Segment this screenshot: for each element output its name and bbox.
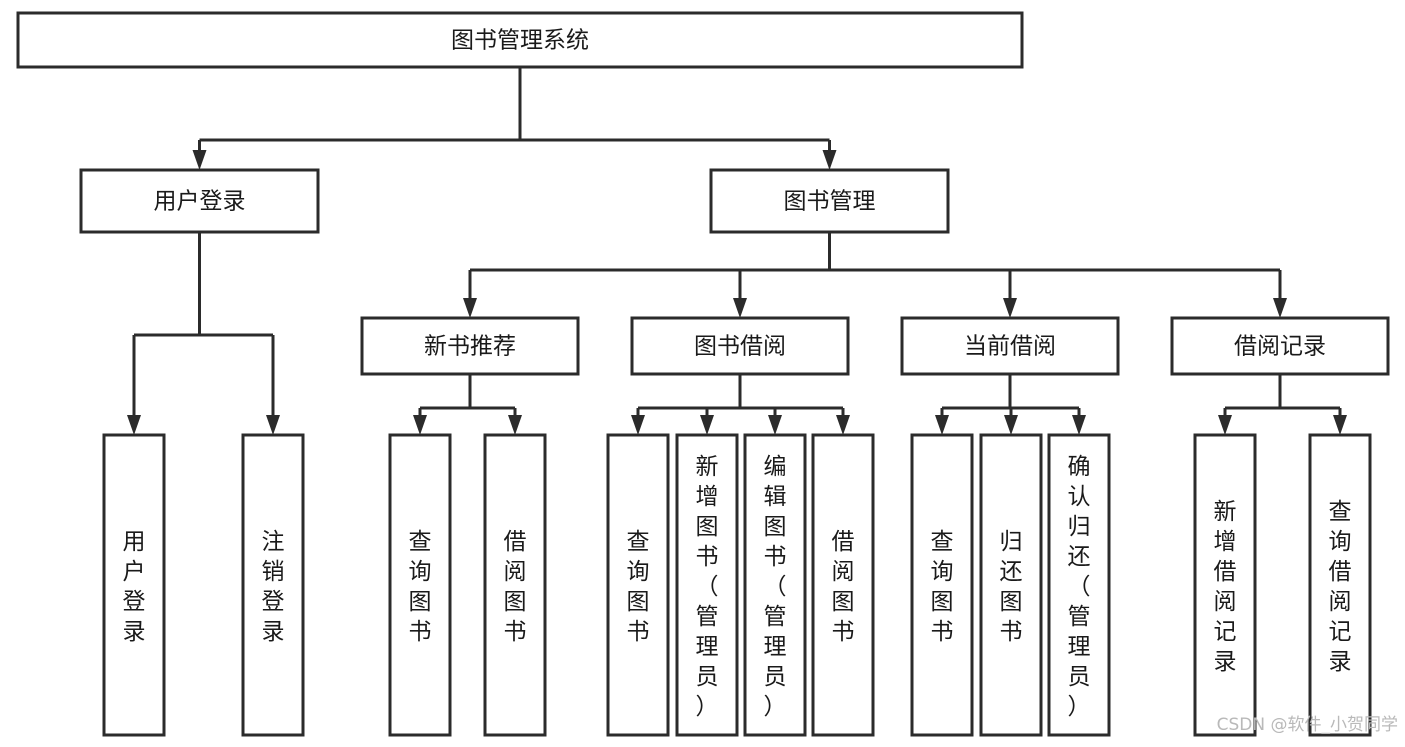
node-leaf-2-查询图书-label: 查询图书 (409, 529, 432, 645)
arrow-head-icon (822, 150, 837, 170)
node-l3-图书借阅[interactable]: 图书借阅 (630, 316, 850, 376)
node-l3-图书借阅-label: 图书借阅 (694, 334, 786, 360)
node-root-图书管理系统-label: 图书管理系统 (451, 28, 589, 54)
node-l3-当前借阅-label: 当前借阅 (964, 334, 1056, 360)
node-l2-图书管理-rect[interactable] (709, 168, 950, 234)
node-leaf-8-查询图书-rect[interactable] (910, 433, 974, 737)
node-leaf-5-新增图书管理员-rect[interactable] (675, 433, 739, 737)
node-leaf-2-查询图书[interactable]: 查询图书 (388, 433, 452, 737)
connectors-layer (127, 67, 1347, 435)
csdn-watermark: CSDN @软件_小贺同学 (1217, 715, 1398, 735)
node-l2-图书管理[interactable]: 图书管理 (709, 168, 950, 234)
node-leaf-3-借阅图书-label: 借阅图书 (504, 529, 527, 645)
nodes-layer: 图书管理系统用户登录图书管理新书推荐图书借阅当前借阅借阅记录用户登录注销登录查询… (16, 11, 1390, 737)
node-leaf-10-确认归还管理员-rect[interactable] (1047, 433, 1111, 737)
node-leaf-0-用户登录-label: 用户登录 (123, 529, 146, 645)
node-l3-新书推荐[interactable]: 新书推荐 (360, 316, 580, 376)
arrow-head-icon (836, 415, 850, 435)
node-l3-当前借阅-rect[interactable] (900, 316, 1120, 376)
node-leaf-8-查询图书-label: 查询图书 (931, 529, 954, 645)
node-root-图书管理系统-rect[interactable] (16, 11, 1024, 69)
node-l3-借阅记录-rect[interactable] (1170, 316, 1390, 376)
arrow-head-icon (631, 415, 645, 435)
node-l3-借阅记录[interactable]: 借阅记录 (1170, 316, 1390, 376)
node-leaf-12-查询借阅记录-label: 查询借阅记录 (1329, 499, 1352, 675)
node-leaf-1-注销登录-rect[interactable] (241, 433, 305, 737)
arrow-head-icon (266, 415, 280, 435)
arrow-head-icon (413, 415, 427, 435)
node-l3-新书推荐-rect[interactable] (360, 316, 580, 376)
node-leaf-6-编辑图书管理员-label: 编辑图书（管理员） (764, 454, 787, 720)
node-leaf-8-查询图书[interactable]: 查询图书 (910, 433, 974, 737)
arrow-head-icon (192, 150, 207, 170)
arrow-head-icon (127, 415, 141, 435)
node-leaf-3-借阅图书-rect[interactable] (483, 433, 547, 737)
node-l3-借阅记录-label: 借阅记录 (1234, 334, 1326, 360)
node-leaf-6-编辑图书管理员-rect[interactable] (743, 433, 807, 737)
node-leaf-9-归还图书[interactable]: 归还图书 (979, 433, 1043, 737)
node-leaf-1-注销登录-label: 注销登录 (262, 529, 285, 645)
node-l2-用户登录-rect[interactable] (79, 168, 320, 234)
node-leaf-11-新增借阅记录[interactable]: 新增借阅记录 (1193, 433, 1257, 737)
node-leaf-12-查询借阅记录[interactable]: 查询借阅记录 (1308, 433, 1372, 737)
node-leaf-5-新增图书管理员[interactable]: 新增图书（管理员） (675, 433, 739, 737)
node-leaf-11-新增借阅记录-label: 新增借阅记录 (1214, 499, 1237, 675)
node-leaf-1-注销登录[interactable]: 注销登录 (241, 433, 305, 737)
node-leaf-0-用户登录-rect[interactable] (102, 433, 166, 737)
node-leaf-4-查询图书-label: 查询图书 (627, 529, 650, 645)
arrow-head-icon (1003, 298, 1017, 318)
node-leaf-4-查询图书-rect[interactable] (606, 433, 670, 737)
node-l3-图书借阅-rect[interactable] (630, 316, 850, 376)
node-leaf-7-借阅图书-rect[interactable] (811, 433, 875, 737)
arrow-head-icon (1004, 415, 1018, 435)
node-leaf-7-借阅图书-label: 借阅图书 (832, 529, 855, 645)
arrow-head-icon (935, 415, 949, 435)
arrow-head-icon (1333, 415, 1347, 435)
node-leaf-9-归还图书-rect[interactable] (979, 433, 1043, 737)
node-leaf-6-编辑图书管理员[interactable]: 编辑图书（管理员） (743, 433, 807, 737)
node-leaf-3-借阅图书[interactable]: 借阅图书 (483, 433, 547, 737)
arrow-head-icon (733, 298, 747, 318)
arrow-head-icon (1072, 415, 1086, 435)
arrow-head-icon (463, 298, 477, 318)
node-l3-新书推荐-label: 新书推荐 (424, 334, 516, 360)
arrow-head-icon (768, 415, 782, 435)
node-leaf-10-确认归还管理员[interactable]: 确认归还（管理员） (1047, 433, 1111, 737)
node-leaf-11-新增借阅记录-rect[interactable] (1193, 433, 1257, 737)
arrow-head-icon (1218, 415, 1232, 435)
node-leaf-2-查询图书-rect[interactable] (388, 433, 452, 737)
arrow-head-icon (1273, 298, 1287, 318)
node-leaf-10-确认归还管理员-label: 确认归还（管理员） (1068, 454, 1091, 720)
node-leaf-4-查询图书[interactable]: 查询图书 (606, 433, 670, 737)
node-l2-用户登录-label: 用户登录 (154, 189, 246, 215)
arrow-head-icon (508, 415, 522, 435)
node-leaf-9-归还图书-label: 归还图书 (1000, 529, 1023, 645)
node-l3-当前借阅[interactable]: 当前借阅 (900, 316, 1120, 376)
node-leaf-7-借阅图书[interactable]: 借阅图书 (811, 433, 875, 737)
node-l2-用户登录[interactable]: 用户登录 (79, 168, 320, 234)
node-root-图书管理系统[interactable]: 图书管理系统 (16, 11, 1024, 69)
node-l2-图书管理-label: 图书管理 (784, 189, 876, 215)
node-leaf-0-用户登录[interactable]: 用户登录 (102, 433, 166, 737)
arrow-head-icon (700, 415, 714, 435)
node-leaf-12-查询借阅记录-rect[interactable] (1308, 433, 1372, 737)
node-leaf-5-新增图书管理员-label: 新增图书（管理员） (696, 454, 719, 720)
